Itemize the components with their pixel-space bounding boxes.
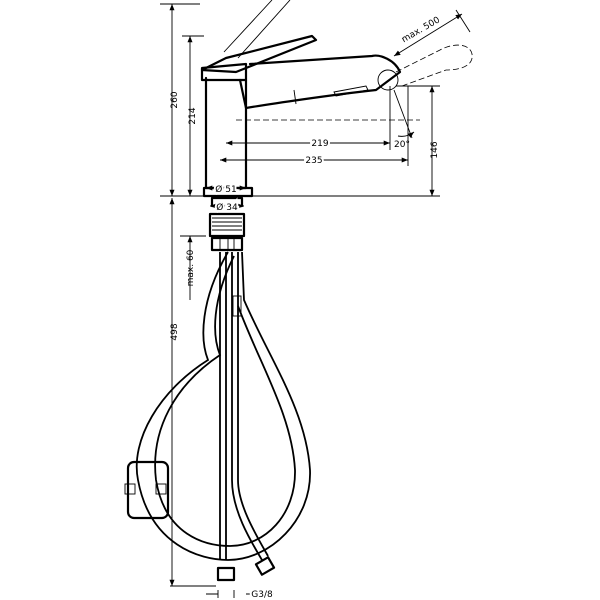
shower-hose-loop-inner bbox=[154, 255, 296, 547]
angle-arc bbox=[397, 131, 415, 138]
lever-raised-outline bbox=[223, 0, 291, 59]
body-column bbox=[204, 76, 248, 190]
supply-hose-right bbox=[231, 252, 269, 561]
angle-line bbox=[393, 89, 413, 139]
dim-g38-ticks bbox=[217, 590, 235, 598]
hose-label-tag bbox=[232, 295, 242, 317]
counter-nut bbox=[210, 236, 244, 252]
threaded-shank bbox=[208, 212, 246, 238]
dim-500-line bbox=[393, 13, 463, 57]
spray-head-extended bbox=[395, 44, 473, 87]
spout bbox=[238, 54, 402, 110]
reach-extension-lines bbox=[389, 86, 409, 166]
hose-weight bbox=[126, 460, 170, 520]
dimension-labels: 260 214 219 235 max. 500 146 20° Ø 51 Ø … bbox=[170, 13, 444, 600]
nut-lines bbox=[219, 238, 235, 250]
shower-hose-loop-outer bbox=[135, 251, 311, 561]
label-146: 146 bbox=[430, 141, 440, 158]
extension-lines bbox=[160, 3, 440, 587]
label-498: 498 bbox=[170, 323, 180, 340]
pullout-extension bbox=[455, 9, 471, 33]
spout-button bbox=[333, 85, 369, 97]
spout-seam bbox=[293, 89, 297, 105]
label-235: 235 bbox=[305, 156, 322, 166]
thread-lines bbox=[212, 217, 242, 231]
lever-handle bbox=[200, 34, 318, 74]
label-max-60: max. 60 bbox=[186, 249, 196, 286]
hoses bbox=[124, 251, 311, 582]
label-219: 219 bbox=[311, 139, 328, 149]
label-20-deg: 20° bbox=[394, 140, 410, 150]
label-d34: Ø 34 bbox=[216, 202, 238, 213]
spray-head bbox=[377, 69, 399, 91]
connector-right bbox=[254, 556, 276, 576]
supply-hose-left bbox=[219, 252, 227, 560]
connector-left bbox=[216, 566, 236, 582]
label-d51: Ø 51 bbox=[215, 184, 236, 195]
label-g38: G3/8 bbox=[251, 590, 273, 600]
label-214: 214 bbox=[188, 107, 198, 124]
dimension-lines bbox=[160, 3, 471, 598]
weight-clip-right bbox=[155, 483, 167, 495]
label-260: 260 bbox=[170, 91, 180, 108]
weight-clip-left bbox=[124, 483, 136, 495]
